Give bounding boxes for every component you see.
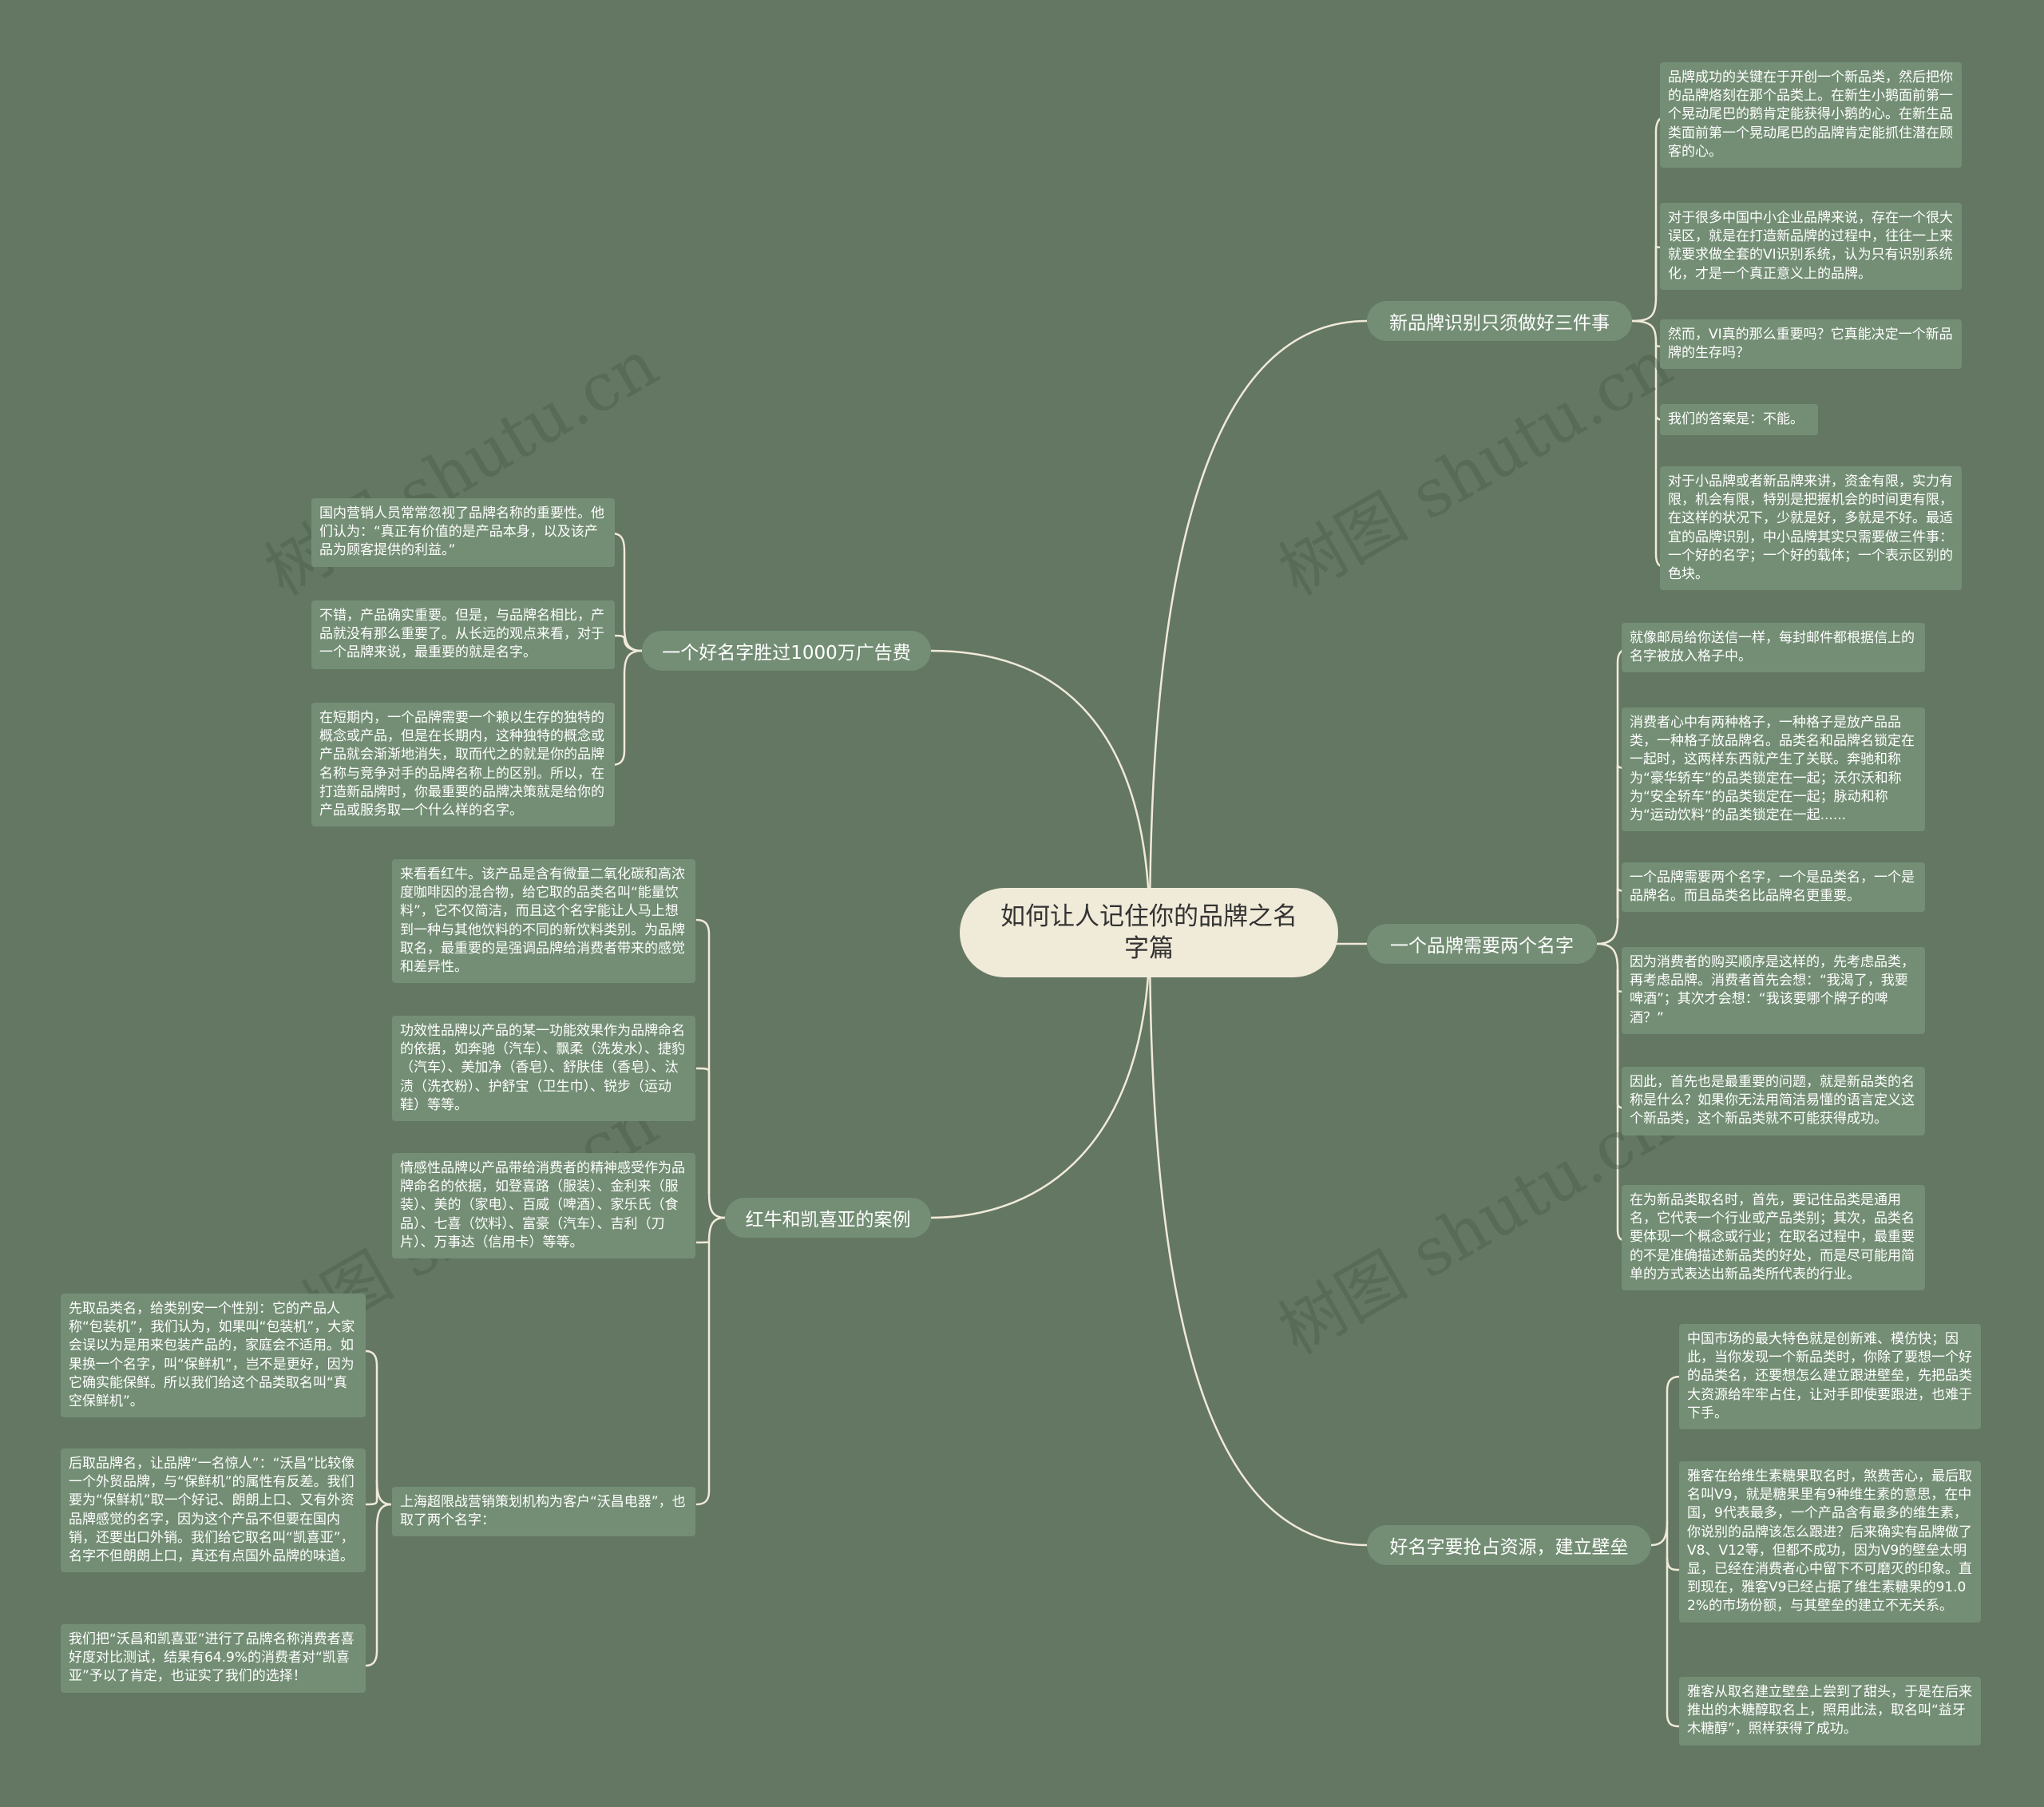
leaf-note: 雅客在给维生素糖果取名时，煞费苦心，最后取名叫V9，就是糖果里有9种维生素的意思… — [1679, 1461, 1981, 1623]
leaf-note: 然而，VI真的那么重要吗？它真能决定一个新品牌的生存吗？ — [1660, 319, 1962, 370]
leaf-note: 来看看红牛。该产品是含有微量二氧化碳和高浓度咖啡因的混合物，给它取的品类名叫“能… — [392, 859, 695, 984]
leaf-note: 情感性品牌以产品带给消费者的精神感受作为品牌命名的依据，如登喜路（服装）、金利来… — [392, 1153, 695, 1259]
leaf-note: 对于小品牌或者新品牌来讲，资金有限，实力有限，机会有限，特别是把握机会的时间更有… — [1660, 466, 1962, 591]
link-root-b1 — [1148, 319, 1368, 933]
branch-new-brand-identity[interactable]: 新品牌识别只须做好三件事 — [1367, 301, 1632, 341]
leaf-note: 品牌成功的关键在于开创一个新品类，然后把你的品牌烙刻在那个品类上。在新生小鹅面前… — [1660, 62, 1962, 168]
link-root-b3 — [1148, 932, 1368, 1547]
leaf-note: 雅客从取名建立壁垒上尝到了甜头，于是在后来推出的木糖醇取名上，照用此法，取名叫“… — [1679, 1677, 1981, 1746]
leaf-note: 消费者心中有两种格子，一种格子是放产品品类，一种格子放品牌名。品类名和品牌名锁定… — [1622, 707, 1925, 832]
leaf-note: 先取品类名，给类别安一个性别：它的产品人称“包装机”，我们认为，如果叫“包装机”… — [61, 1294, 366, 1418]
branch-good-name-value[interactable]: 一个好名字胜过1000万广告费 — [642, 631, 931, 671]
leaf-note: 国内营销人员常常忽视了品牌名称的重要性。他们认为：“真正有价值的是产品本身，以及… — [311, 498, 615, 567]
branch-resource-barrier[interactable]: 好名字要抢占资源，建立壁垒 — [1367, 1525, 1651, 1565]
link-root-b4 — [930, 649, 1151, 933]
root-topic[interactable]: 如何让人记住你的品牌之名字篇 — [960, 888, 1338, 977]
leaf-note: 在短期内，一个品牌需要一个赖以生存的独特的概念或产品，但是在长期内，这种独特的概… — [311, 703, 615, 827]
leaf-note: 功效性品牌以产品的某一功能效果作为品牌命名的依据，如奔驰（汽车）、飘柔（洗发水）… — [392, 1016, 695, 1122]
leaf-note: 我们把“沃昌和凯喜亚”进行了品牌名称消费者喜好度对比测试，结果有64.9%的消费… — [61, 1624, 366, 1693]
leaf-note: 在为新品类取名时，首先，要记住品类是通用名，它代表一个行业或产品类别；其次，品类… — [1622, 1185, 1925, 1291]
leaf-note: 不错，产品确实重要。但是，与品牌名相比，产品就没有那么重要了。从长远的观点来看，… — [311, 600, 615, 669]
leaf-note: 因为消费者的购买顺序是这样的，先考虑品类，再考虑品牌。消费者首先会想：“我渴了，… — [1622, 947, 1925, 1034]
leaf-note: 一个品牌需要两个名字，一个是品类名，一个是品牌名。而且品类名比品牌名更重要。 — [1622, 862, 1925, 913]
branch-case-study[interactable]: 红牛和凯喜亚的案例 — [725, 1198, 931, 1238]
leaf-note: 就像邮局给你送信一样，每封邮件都根据信上的名字被放入格子中。 — [1622, 623, 1925, 673]
link-root-b5 — [930, 932, 1151, 1219]
leaf-note: 中国市场的最大特色就是创新难、模仿快；因此，当你发现一个新品类时，你除了要想一个… — [1679, 1324, 1981, 1430]
branch-two-names[interactable]: 一个品牌需要两个名字 — [1367, 924, 1597, 964]
leaf-note: 我们的答案是：不能。 — [1660, 404, 1818, 436]
leaf-note: 后取品牌名，让品牌“一名惊人”：“沃昌”比较像一个外贸品牌，与“保鲜机”的属性有… — [61, 1448, 366, 1573]
leaf-note: 因此，首先也是最重要的问题，就是新品类的名称是什么？如果你无法用简洁易懂的语言定… — [1622, 1067, 1925, 1135]
leaf-note: 对于很多中国中小企业品牌来说，存在一个很大误区，就是在打造新品牌的过程中，往往一… — [1660, 203, 1962, 290]
leaf-note: 上海超限战营销策划机构为客户“沃昌电器”，也取了两个名字： — [392, 1487, 695, 1537]
